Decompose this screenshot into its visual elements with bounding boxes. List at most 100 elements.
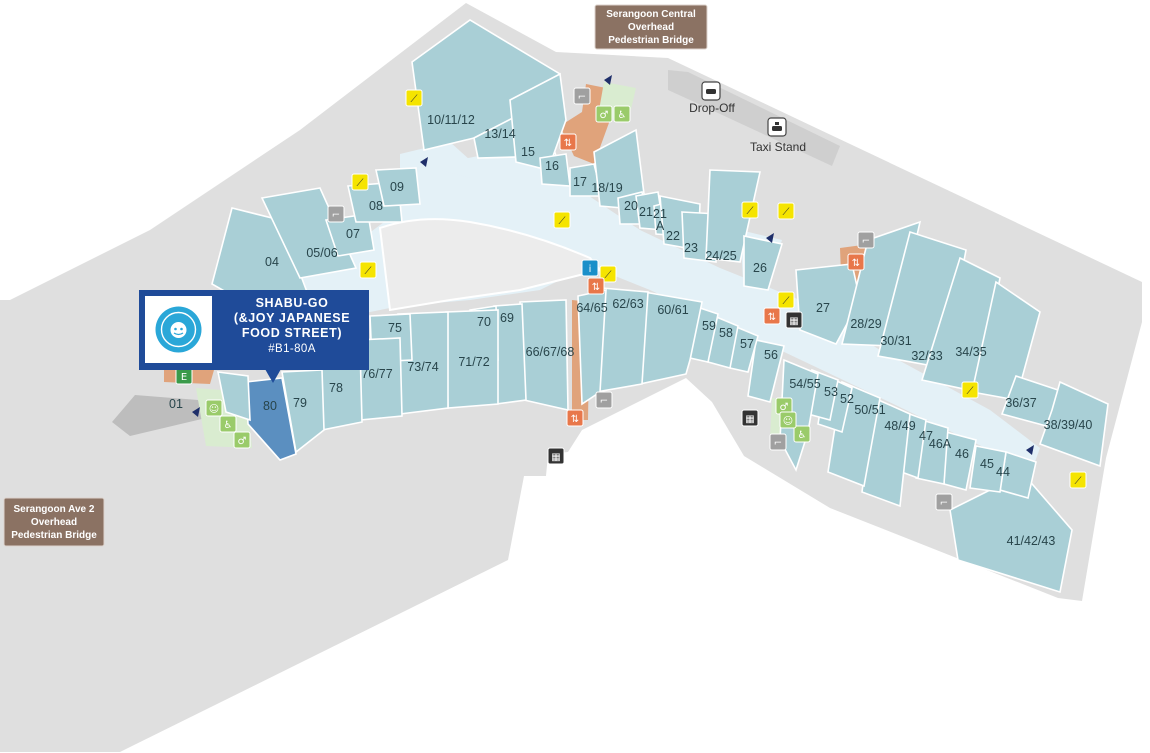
svg-text:⌐: ⌐ bbox=[940, 498, 948, 509]
atm-icon: ▦ bbox=[741, 409, 759, 427]
unit-label: 38/39/40 bbox=[1044, 418, 1093, 432]
svg-text:⟋: ⟋ bbox=[605, 270, 612, 281]
shop-name-line-3: FOOD STREET) bbox=[241, 326, 343, 340]
unit-label: 26 bbox=[753, 261, 767, 275]
stairs-icon: ⌐ bbox=[857, 231, 875, 249]
unit-56[interactable] bbox=[747, 339, 785, 403]
unit-label: 59 bbox=[702, 319, 716, 333]
unit-26[interactable] bbox=[743, 235, 784, 291]
svg-text:⟋: ⟋ bbox=[967, 386, 974, 397]
bridge-north-line-3: Pedestrian Bridge bbox=[608, 35, 694, 46]
svg-text:▦: ▦ bbox=[745, 414, 754, 425]
lift-icon: ⇅ bbox=[847, 253, 865, 271]
svg-text:⌐: ⌐ bbox=[774, 438, 782, 449]
unit-label: 52 bbox=[840, 392, 854, 406]
bridge-west-line-1: Serangoon Ave 2 bbox=[14, 504, 95, 515]
shabu-go-logo bbox=[145, 296, 212, 363]
shabu-go-logo-mark bbox=[155, 306, 202, 353]
svg-text:⟋: ⟋ bbox=[783, 296, 790, 307]
unit-label: 58 bbox=[719, 326, 733, 340]
unit-label: 76/77 bbox=[361, 367, 392, 381]
svg-text:⟋: ⟋ bbox=[747, 206, 754, 217]
svg-text:▦: ▦ bbox=[551, 452, 560, 463]
unit-label: 46A bbox=[929, 437, 952, 451]
svg-text:⇅: ⇅ bbox=[571, 414, 579, 425]
unit-80-east[interactable] bbox=[216, 371, 251, 422]
svg-text:⇅: ⇅ bbox=[564, 138, 572, 149]
unit-label: 08 bbox=[369, 199, 383, 213]
unit-label: 22 bbox=[666, 229, 680, 243]
svg-text:E: E bbox=[181, 372, 187, 383]
unit-45[interactable] bbox=[969, 445, 1007, 493]
lift-icon: ⇅ bbox=[587, 277, 605, 295]
unit-label: 71/72 bbox=[458, 355, 489, 369]
svg-text:⟋: ⟋ bbox=[783, 207, 790, 218]
escalator-icon: ⟋ bbox=[553, 211, 571, 229]
bridge-north-line-1: Serangoon Central bbox=[606, 9, 696, 20]
unit-label: 75 bbox=[388, 321, 402, 335]
lift-icon: ⇅ bbox=[763, 307, 781, 325]
unit-label: 56 bbox=[764, 348, 778, 362]
taxi-icon bbox=[767, 117, 787, 137]
svg-text:⟋: ⟋ bbox=[365, 266, 372, 277]
svg-text:♂: ♂ bbox=[238, 436, 247, 447]
svg-text:▦: ▦ bbox=[789, 316, 798, 327]
direction-arrow-icon bbox=[604, 75, 612, 85]
bridge-north-line-2: Overhead bbox=[628, 22, 674, 33]
svg-text:⇅: ⇅ bbox=[852, 258, 860, 269]
unit-label: 47 bbox=[919, 429, 933, 443]
bridge-sign-west: Serangoon Ave 2 Overhead Pedestrian Brid… bbox=[3, 497, 105, 547]
unit-label: 07 bbox=[346, 227, 360, 241]
escalator-icon: ⟋ bbox=[351, 173, 369, 191]
unit-05-06[interactable] bbox=[260, 187, 358, 279]
unit-label: 28/29 bbox=[850, 317, 881, 331]
facility-icons: ⟋⟋⟋⟋⟋⟋⟋⟋⟋⟋⇅⇅⇅⇅⇅⌐⌐⌐⌐⌐⌐♂♿♂♿☺♂♿☺▦▦▦iE bbox=[175, 75, 1087, 511]
unit-label: 18/19 bbox=[591, 181, 622, 195]
unit-24-25[interactable] bbox=[705, 169, 761, 263]
unit-label: 05/06 bbox=[306, 246, 337, 260]
escalator-icon: ⟋ bbox=[599, 265, 617, 283]
unit-label: 24/25 bbox=[705, 249, 736, 263]
unit-label: 73/74 bbox=[407, 360, 438, 374]
escalator-icon: ⟋ bbox=[777, 202, 795, 220]
svg-text:☺: ☺ bbox=[783, 416, 793, 427]
atm-icon: ▦ bbox=[785, 311, 803, 329]
unit-label: 13/14 bbox=[484, 127, 515, 141]
escalator-icon: ⟋ bbox=[359, 261, 377, 279]
svg-text:♂: ♂ bbox=[780, 402, 789, 413]
unit-38-39-40[interactable] bbox=[1038, 380, 1109, 468]
lift-icon: ⇅ bbox=[566, 409, 584, 427]
stairs-icon: ⌐ bbox=[935, 493, 953, 511]
nursing-room-icon: ☺ bbox=[205, 399, 223, 417]
unit-label: 53 bbox=[824, 385, 838, 399]
unit-label: 36/37 bbox=[1005, 396, 1036, 410]
shop-unit-number: #B1-80A bbox=[268, 343, 316, 355]
escalator-icon: ⟋ bbox=[961, 381, 979, 399]
lift-icon: ⇅ bbox=[559, 133, 577, 151]
unit-label: 80 bbox=[263, 399, 277, 413]
shop-popup[interactable]: SHABU-GO (&JOY JAPANESE FOOD STREET) #B1… bbox=[139, 290, 369, 370]
unit-label: 04 bbox=[265, 255, 279, 269]
svg-text:♿: ♿ bbox=[618, 110, 627, 121]
shop-name-line-1: SHABU-GO bbox=[255, 296, 329, 310]
wheelchair-icon: ♿ bbox=[219, 415, 237, 433]
escalator-icon: ⟋ bbox=[1069, 471, 1087, 489]
svg-text:⇅: ⇅ bbox=[768, 312, 776, 323]
wheelchair-icon: ♿ bbox=[613, 105, 631, 123]
unit-label: 20 bbox=[624, 199, 638, 213]
unit-label: 62/63 bbox=[612, 297, 643, 311]
unit-label: 01 bbox=[169, 397, 183, 411]
shop-name-line-2: (&JOY JAPANESE bbox=[233, 311, 351, 325]
unit-label: 10/11/12 bbox=[427, 113, 475, 127]
shop-popup-text: SHABU-GO (&JOY JAPANESE FOOD STREET) #B1… bbox=[219, 296, 365, 357]
unit-label: 44 bbox=[996, 465, 1010, 479]
svg-text:⟋: ⟋ bbox=[411, 94, 418, 105]
svg-text:♿: ♿ bbox=[224, 420, 233, 431]
unit-label: 57 bbox=[740, 337, 754, 351]
unit-15[interactable] bbox=[509, 72, 567, 171]
unit-09[interactable] bbox=[375, 167, 421, 207]
bridge-sign-north: Serangoon Central Overhead Pedestrian Br… bbox=[594, 4, 708, 50]
unit-label: 16 bbox=[545, 159, 559, 173]
stairs-icon: ⌐ bbox=[573, 87, 591, 105]
